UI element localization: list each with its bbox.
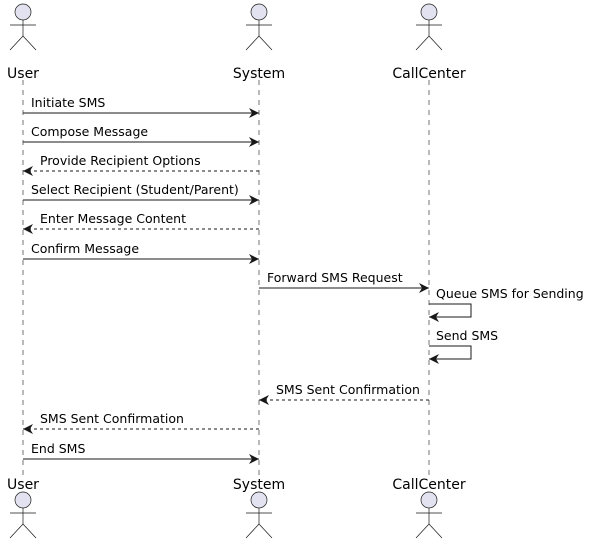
message-label: End SMS: [31, 441, 85, 456]
actor-name-user-top: User: [7, 66, 39, 82]
message-label: Compose Message: [31, 124, 148, 139]
actor-name-callcenter-top: CallCenter: [392, 66, 465, 82]
actor-icon: [415, 491, 443, 539]
actor-name-callcenter-bottom: CallCenter: [392, 477, 465, 493]
actor-icon: [9, 491, 37, 539]
actor-icon: [415, 3, 443, 51]
message-label: SMS Sent Confirmation: [276, 382, 420, 397]
actor-icon: [245, 3, 273, 51]
message-label: Select Recipient (Student/Parent): [31, 182, 239, 197]
message-label: Provide Recipient Options: [40, 153, 201, 168]
message: Queue SMS for Sending: [429, 286, 584, 322]
actor-name-user-bottom: User: [7, 477, 39, 493]
message: Send SMS: [429, 328, 498, 364]
message: Confirm Message: [23, 241, 259, 264]
actor-icon: [9, 3, 37, 51]
actor-icon: [245, 491, 273, 539]
message-label: Forward SMS Request: [267, 270, 403, 285]
message: SMS Sent Confirmation: [259, 382, 429, 405]
message-label: Send SMS: [436, 328, 498, 343]
message: Initiate SMS: [23, 95, 259, 118]
message-label: SMS Sent Confirmation: [40, 411, 184, 426]
message-arrow: [429, 303, 472, 322]
actor-name-system-top: System: [233, 66, 285, 82]
message-label: Queue SMS for Sending: [436, 286, 584, 301]
message: Provide Recipient Options: [23, 153, 259, 176]
message: SMS Sent Confirmation: [23, 411, 259, 434]
message: Compose Message: [23, 124, 259, 147]
message: Select Recipient (Student/Parent): [23, 182, 259, 205]
message-label: Confirm Message: [31, 241, 139, 256]
message-label: Initiate SMS: [31, 95, 105, 110]
actor-name-system-bottom: System: [233, 477, 285, 493]
message-label: Enter Message Content: [40, 211, 186, 226]
message: Enter Message Content: [23, 211, 259, 234]
message: End SMS: [23, 441, 259, 464]
message-arrow: [429, 345, 472, 364]
message: Forward SMS Request: [259, 270, 429, 293]
